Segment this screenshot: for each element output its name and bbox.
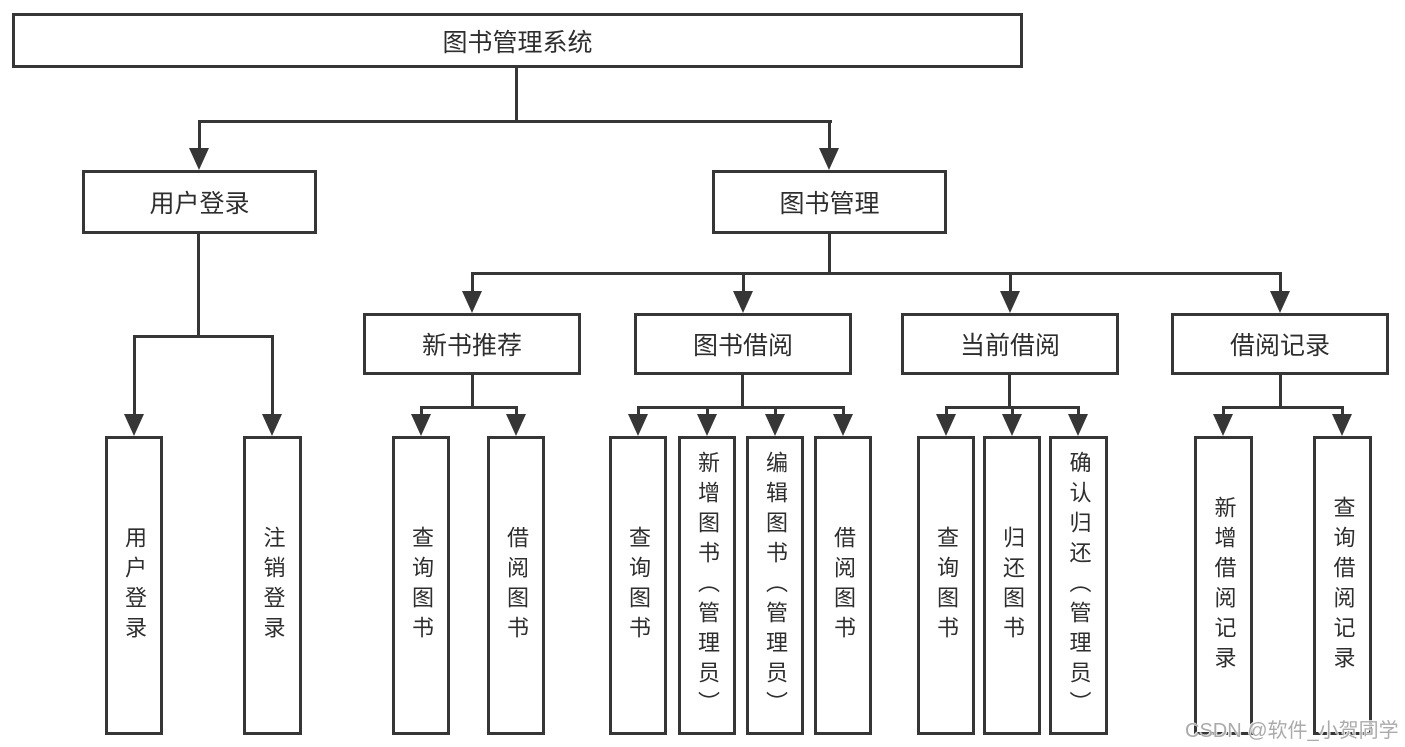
leaf-borrow-books-1: 借阅图书 <box>487 436 545 735</box>
arrow-down-icon <box>697 406 717 436</box>
arrow-down-icon <box>936 406 956 436</box>
leaf-borrow-books-1-label: 借阅图书 <box>504 525 529 646</box>
arrow-down-icon <box>1068 406 1088 436</box>
arrow-down-icon <box>124 335 144 436</box>
node-book-borrowing: 图书借阅 <box>634 313 852 375</box>
leaf-add-borrow-record: 新增借阅记录 <box>1194 436 1253 735</box>
connector-book-management-hline <box>471 272 1282 275</box>
connector-user-login-stem <box>197 234 200 338</box>
leaf-confirm-return-admin: 确认归还（管理员） <box>1049 436 1108 735</box>
leaf-borrow-books-2: 借阅图书 <box>814 436 872 735</box>
connector-current-borrowing-stem <box>1008 375 1011 409</box>
leaf-return-books-label: 归还图书 <box>1000 525 1025 646</box>
leaf-edit-books-admin: 编辑图书（管理员） <box>746 436 804 735</box>
leaf-query-books-1-label: 查询图书 <box>409 525 434 646</box>
arrow-down-icon <box>1000 272 1020 313</box>
arrow-down-icon <box>411 406 431 436</box>
leaf-query-books-2-label: 查询图书 <box>626 525 651 646</box>
leaf-query-books-2: 查询图书 <box>609 436 667 735</box>
arrow-down-icon <box>506 406 526 436</box>
connector-root-stem <box>515 68 518 123</box>
arrow-down-icon <box>765 406 785 436</box>
arrow-down-icon <box>733 272 753 313</box>
arrow-down-icon <box>833 406 853 436</box>
node-borrow-records: 借阅记录 <box>1171 313 1389 375</box>
arrow-down-icon <box>189 120 209 170</box>
leaf-logout: 注销登录 <box>243 436 302 735</box>
leaf-add-books-admin-label: 新增图书（管理员） <box>695 450 720 721</box>
node-book-borrowing-label: 图书借阅 <box>692 332 793 360</box>
leaf-return-books: 归还图书 <box>983 436 1041 735</box>
arrow-down-icon <box>1002 406 1022 436</box>
arrow-down-icon <box>1270 272 1290 313</box>
connector-user-login-hline <box>133 335 274 338</box>
leaf-query-books-3: 查询图书 <box>917 436 975 735</box>
node-current-borrowing: 当前借阅 <box>901 313 1119 375</box>
leaf-add-books-admin: 新增图书（管理员） <box>678 436 736 735</box>
node-book-management: 图书管理 <box>712 170 947 234</box>
connector-book-borrowing-hline <box>637 406 845 409</box>
arrow-down-icon <box>262 335 282 436</box>
node-current-borrowing-label: 当前借阅 <box>959 332 1060 360</box>
connector-book-management-stem <box>828 234 831 275</box>
node-book-management-label: 图书管理 <box>779 190 880 218</box>
connector-new-book-stem <box>471 375 474 409</box>
connector-root-hline <box>198 120 832 123</box>
leaf-logout-label: 注销登录 <box>260 525 286 646</box>
connector-new-book-hline <box>420 406 518 409</box>
leaf-borrow-books-2-label: 借阅图书 <box>831 525 856 646</box>
leaf-user-login: 用户登录 <box>105 436 163 735</box>
leaf-user-login-label: 用户登录 <box>122 525 147 646</box>
node-user-login: 用户登录 <box>82 170 317 234</box>
arrow-down-icon <box>628 406 648 436</box>
leaf-query-borrow-record: 查询借阅记录 <box>1313 436 1372 735</box>
node-root-label: 图书管理系统 <box>442 28 593 57</box>
leaf-confirm-return-admin-label: 确认归还（管理员） <box>1066 450 1092 721</box>
arrow-down-icon <box>462 272 482 313</box>
node-new-book-recommend-label: 新书推荐 <box>421 332 522 360</box>
node-new-book-recommend: 新书推荐 <box>363 313 581 375</box>
leaf-query-borrow-record-label: 查询借阅记录 <box>1330 495 1356 676</box>
connector-book-borrowing-stem <box>741 375 744 409</box>
leaf-query-books-1: 查询图书 <box>392 436 450 735</box>
arrow-down-icon <box>1332 406 1352 436</box>
leaf-add-borrow-record-label: 新增借阅记录 <box>1211 495 1237 676</box>
node-root: 图书管理系统 <box>12 13 1023 68</box>
connector-borrow-records-hline <box>1222 406 1344 409</box>
connector-borrow-records-stem <box>1279 375 1282 409</box>
arrow-down-icon <box>819 120 839 170</box>
leaf-query-books-3-label: 查询图书 <box>934 525 959 646</box>
leaf-edit-books-admin-label: 编辑图书（管理员） <box>763 450 788 721</box>
node-user-login-label: 用户登录 <box>149 190 250 218</box>
watermark: CSDN @软件_小贺同学 <box>1185 720 1399 742</box>
node-borrow-records-label: 借阅记录 <box>1229 332 1330 360</box>
arrow-down-icon <box>1213 406 1233 436</box>
